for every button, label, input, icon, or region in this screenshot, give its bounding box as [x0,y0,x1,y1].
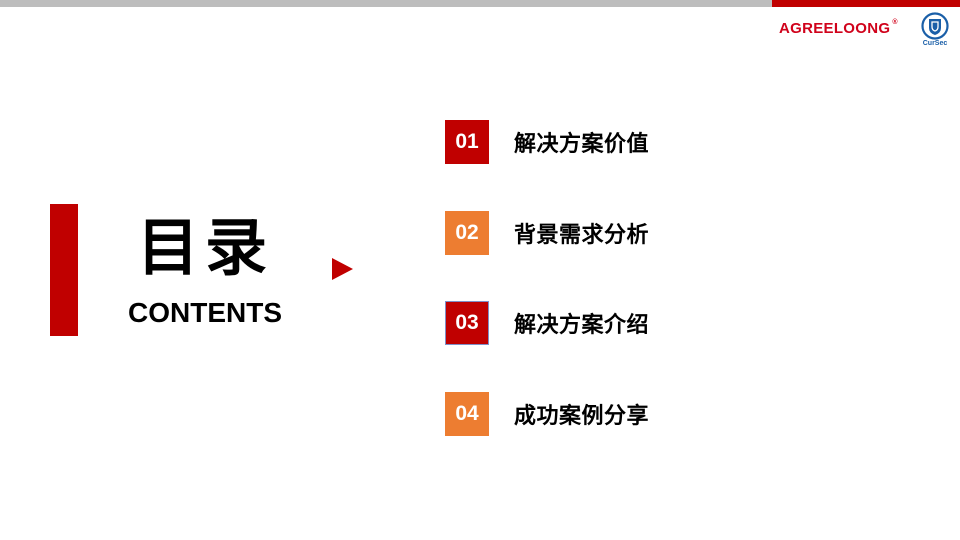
item-label: 成功案例分享 [514,404,650,429]
item-label: 解决方案介绍 [514,313,650,338]
page-subtitle: CONTENTS [128,297,282,328]
item-number-badge: 03 [445,301,489,345]
item-number-badge: 01 [445,120,489,164]
top-bar-gray [0,0,772,7]
page-title: 目录 [136,211,273,284]
brand-name: AGREELOONG [779,20,891,37]
contents-item-03[interactable]: 03 解决方案介绍 [445,301,649,345]
item-number-badge: 02 [445,211,489,255]
logo-caption: CurSec [922,40,948,47]
item-number-badge: 04 [445,392,489,436]
contents-item-04[interactable]: 04 成功案例分享 [445,392,649,436]
accent-bar [50,204,78,336]
top-bar-red [772,0,960,7]
item-label: 背景需求分析 [514,223,650,248]
contents-item-01[interactable]: 01 解决方案价值 [445,120,649,164]
registered-mark: ® [892,19,898,26]
brand-logo-text: AGREELOONG® [779,19,898,37]
item-label: 解决方案价值 [514,132,650,157]
shield-icon [921,12,949,40]
cursec-logo: CurSec [917,12,953,50]
contents-item-02[interactable]: 02 背景需求分析 [445,211,649,255]
triangle-arrow-icon [332,258,353,280]
